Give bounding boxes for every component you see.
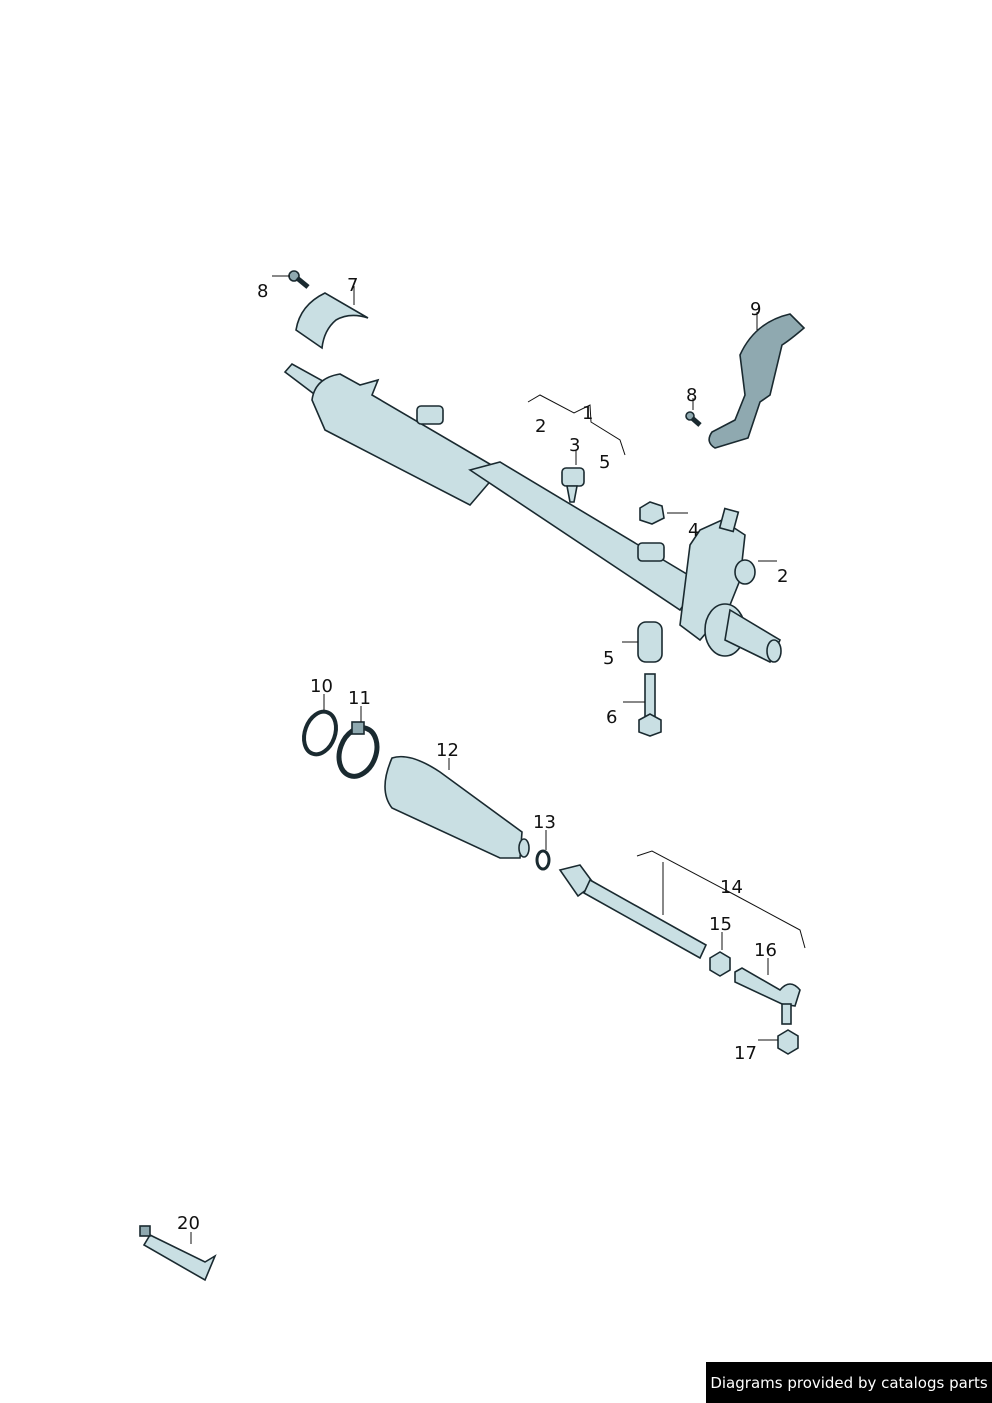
callout-10: 10 [310, 676, 333, 697]
callout-13: 13 [533, 812, 556, 833]
callout-14: 14 [720, 877, 743, 898]
boot-part-12 [384, 755, 530, 859]
callout-4: 4 [688, 520, 699, 541]
nut-part-17 [777, 1029, 799, 1055]
clamp-part-13 [535, 849, 551, 871]
tie-rod-end-part-16 [734, 967, 801, 1025]
callout-7: 7 [347, 275, 358, 296]
callout-9: 9 [750, 299, 761, 320]
bolt-part-8 [288, 270, 310, 289]
heat-shield-part-9 [708, 313, 806, 449]
callout-6: 6 [606, 707, 617, 728]
attribution-footer: Diagrams provided by catalogs parts [706, 1362, 992, 1403]
ring-part-10 [302, 709, 338, 757]
bolt-part-6 [638, 673, 662, 737]
callout-12: 12 [436, 740, 459, 761]
callout-2: 2 [535, 416, 546, 437]
bushing-part-5 [637, 621, 663, 663]
clamp-part-11 [336, 725, 380, 779]
callout-8: 8 [257, 281, 268, 302]
callout-15: 15 [709, 914, 732, 935]
steering-rack-part-1 [283, 362, 782, 664]
callout-3: 3 [569, 435, 580, 456]
callout-5: 5 [603, 648, 614, 669]
callout-8: 8 [686, 385, 697, 406]
callout-17: 17 [734, 1043, 757, 1064]
callout-2: 2 [777, 566, 788, 587]
callout-16: 16 [754, 940, 777, 961]
nut-part-4 [639, 501, 665, 525]
callout-1: 1 [582, 403, 593, 424]
callout-5: 5 [599, 452, 610, 473]
leader-lines [190, 275, 806, 1244]
clamp-part-7 [295, 292, 369, 350]
clip-part-3 [561, 467, 585, 503]
tie-rod-part-14 [558, 864, 708, 960]
callout-20: 20 [177, 1213, 200, 1234]
nut-part-15 [709, 951, 731, 977]
callout-11: 11 [348, 688, 371, 709]
grease-tube-part-20 [139, 1225, 217, 1282]
